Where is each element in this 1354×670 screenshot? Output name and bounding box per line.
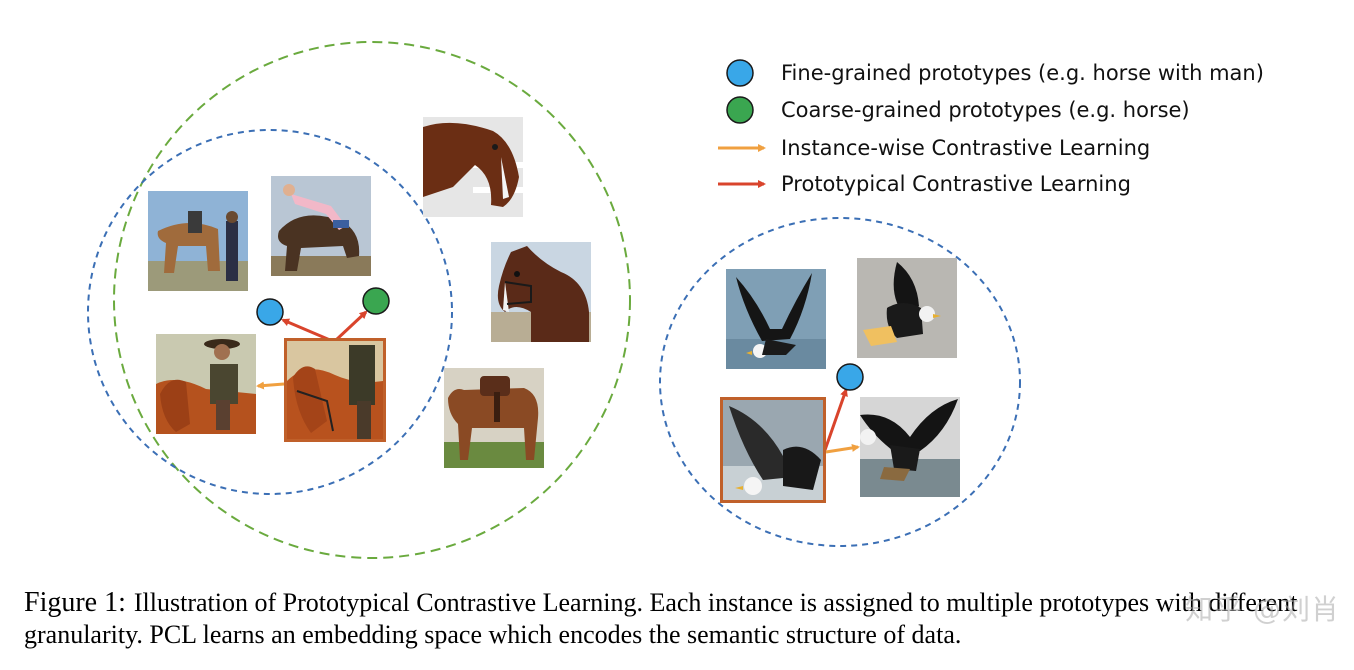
eagle-catching-fish-photo: [860, 397, 960, 497]
legend-fine-marker: [726, 59, 754, 87]
watermark: 知乎 @刘肖: [1185, 593, 1340, 626]
horse-bridle-photo: [491, 242, 591, 342]
prototypical-arrow-to-fine: [281, 318, 331, 342]
fine-prototype-horse: [256, 298, 284, 326]
instance-arrow-eagle: [825, 443, 860, 454]
coarse-cluster-boundary: [113, 41, 631, 559]
legend-coarse-marker: [726, 96, 754, 124]
fine-cluster-boundary-eagle: [659, 217, 1021, 547]
eagle-landing-photo: [857, 258, 957, 358]
saddled-horse-photo: [444, 368, 544, 468]
figure-label: Figure 1:: [24, 587, 126, 618]
legend-label-instance: Instance-wise Contrastive Learning: [781, 136, 1151, 160]
prototypical-arrow-eagle: [823, 388, 848, 451]
legend-label-coarse: Coarse-grained prototypes (e.g. horse): [781, 98, 1190, 122]
fine-prototype-eagle: [836, 363, 864, 391]
coarse-prototype-horse: [362, 287, 390, 315]
rider-leaning-photo: [271, 176, 371, 276]
legend-label-prototypical: Prototypical Contrastive Learning: [781, 172, 1131, 196]
horse-rider-photo: [148, 191, 248, 291]
anchor-eagle-photo: [720, 397, 826, 503]
prototypical-arrow-to-coarse: [334, 310, 368, 342]
eagle-flying-photo: [726, 269, 826, 369]
figure-caption-text: Illustration of Prototypical Contrastive…: [24, 588, 1298, 649]
fine-cluster-boundary-horse: [87, 129, 453, 495]
figure-caption: Figure 1:Illustration of Prototypical Co…: [24, 587, 1344, 651]
horse-head-fence-photo: [423, 117, 523, 217]
cowboy-horse-photo: [156, 334, 256, 434]
anchor-horse-man-photo: [284, 338, 386, 442]
legend-label-fine: Fine-grained prototypes (e.g. horse with…: [781, 61, 1264, 85]
instance-arrow-horse: [256, 381, 285, 390]
